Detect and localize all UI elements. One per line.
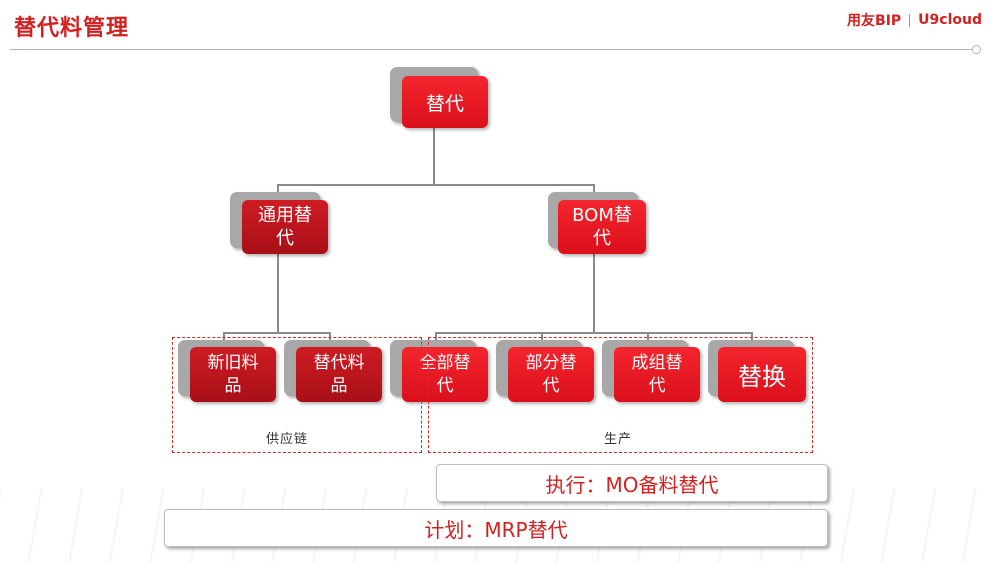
node-full-label: 全部替代	[402, 347, 488, 402]
node-new-old-label: 新旧料品	[190, 347, 276, 402]
connector	[435, 332, 753, 334]
connector	[277, 253, 279, 333]
connector	[277, 184, 595, 186]
page-title: 替代料管理	[14, 16, 130, 41]
connector	[647, 332, 649, 346]
connector	[751, 332, 753, 346]
node-partial-label: 部分替代	[508, 347, 594, 402]
connector	[329, 332, 331, 346]
node-bom-label: BOM替代	[558, 200, 646, 254]
group-production	[428, 337, 813, 453]
node-replace-label: 替换	[718, 347, 806, 402]
execute-bar: 执行：MO备料替代	[436, 464, 828, 502]
connector	[541, 332, 543, 346]
divider-end-dot	[972, 45, 981, 54]
connector	[435, 332, 437, 346]
connector	[433, 128, 435, 185]
group-supply-chain-label: 供应链	[266, 432, 309, 447]
brand-name-bip: 用友BIP	[847, 13, 902, 29]
brand-separator	[909, 13, 911, 27]
node-general-label: 通用替代	[242, 200, 328, 254]
connector	[593, 253, 595, 333]
group-production-label: 生产	[604, 432, 633, 447]
header-divider	[10, 49, 978, 50]
connector	[223, 332, 225, 346]
brand-name-u9cloud: U9cloud	[918, 12, 982, 28]
node-substitute-label: 替代料品	[296, 347, 382, 402]
node-group-label: 成组替代	[614, 347, 700, 402]
connector	[223, 332, 331, 334]
plan-bar: 计划：MRP替代	[164, 509, 828, 547]
group-supply-chain	[172, 337, 422, 453]
node-root-label: 替代	[402, 76, 488, 128]
brand-logo: 用友BIP U9cloud	[847, 10, 982, 30]
